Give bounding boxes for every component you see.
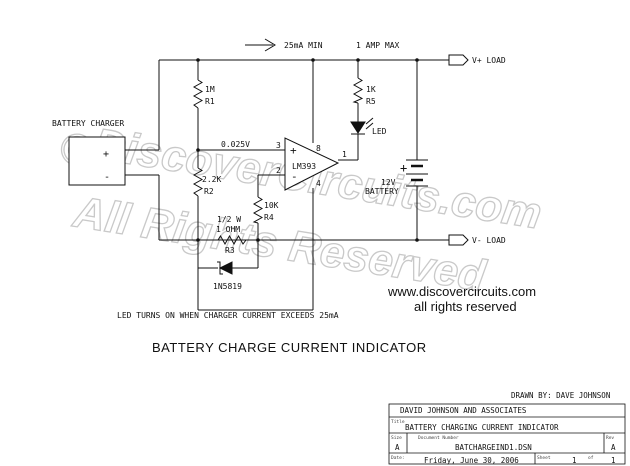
r5-resistor xyxy=(352,77,364,104)
schematic-title: BATTERY CHARGE CURRENT INDICATOR xyxy=(152,340,427,355)
drawn-by: DRAWN BY: DAVE JOHNSON xyxy=(511,391,610,400)
diode-label: 1N5819 xyxy=(213,282,242,291)
junction-dots xyxy=(196,58,419,242)
battery-symbol xyxy=(406,159,428,187)
title-block-title: BATTERY CHARGING CURRENT INDICATOR xyxy=(405,423,559,432)
battery-plus-sign: + xyxy=(400,161,407,175)
website-rights: all rights reserved xyxy=(414,299,517,314)
title-block-rev-caption: Rev xyxy=(606,435,614,441)
battery-label: BATTERY xyxy=(365,187,399,196)
opamp-pin2: 2 xyxy=(276,166,281,175)
load-terminal-positive[interactable] xyxy=(448,54,469,66)
title-block-company: DAVID JOHNSON AND ASSOCIATES xyxy=(400,406,527,415)
r3-resistor xyxy=(217,234,247,246)
load-terminal-negative[interactable] xyxy=(448,234,469,246)
title-block-size-caption: Size xyxy=(391,435,402,441)
current-arrow xyxy=(245,38,276,52)
r1-resistor xyxy=(192,79,204,109)
r2-ref: R2 xyxy=(204,187,214,196)
opamp-pin4: 4 xyxy=(316,179,321,188)
r1-ref: R1 xyxy=(205,97,215,106)
opamp-plus-sign: + xyxy=(290,144,297,157)
led-symbol xyxy=(350,117,374,140)
title-block-size: A xyxy=(395,443,400,452)
r4-resistor xyxy=(252,196,264,224)
current-min-label: 25mA MIN xyxy=(284,41,323,50)
title-block-sheet: 1 xyxy=(572,456,577,465)
opamp-pin8: 8 xyxy=(316,144,321,153)
title-block-of-caption: of xyxy=(588,455,594,461)
title-block-date-caption: Date: xyxy=(391,455,405,461)
title-block-title-caption: Title xyxy=(391,419,405,425)
title-block-of: 1 xyxy=(611,456,616,465)
r3-value-watts: 1/2 W xyxy=(217,215,241,224)
r2-resistor xyxy=(192,167,204,197)
opamp-label: LM393 xyxy=(292,162,316,171)
charger-minus-sign: - xyxy=(104,172,110,183)
opamp-pin1: 1 xyxy=(342,150,347,159)
r4-value: 10K xyxy=(264,201,279,210)
r2-value: 2.2K xyxy=(202,175,221,184)
led-note: LED TURNS ON WHEN CHARGER CURRENT EXCEED… xyxy=(117,311,339,320)
opamp-lm393 xyxy=(284,137,340,191)
title-block-document-number: BATCHARGEIND1.DSN xyxy=(455,443,532,452)
title-block-sheet-caption: Sheet xyxy=(537,455,551,461)
led-label: LED xyxy=(372,127,387,136)
r5-ref: R5 xyxy=(366,97,376,106)
website-url: www.discovercircuits.com xyxy=(387,284,536,299)
charger-plus-sign: + xyxy=(103,149,109,160)
r1-value: 1M xyxy=(205,85,215,94)
current-max-label: 1 AMP MAX xyxy=(356,41,400,50)
title-block-docnum-caption: Document Number xyxy=(418,435,459,441)
r4-ref: R4 xyxy=(264,213,274,222)
opamp-minus-sign: - xyxy=(291,170,298,183)
title-block-date: Friday, June 30, 2006 xyxy=(424,456,519,465)
load-negative-label: V- LOAD xyxy=(472,236,506,245)
diode-1n5819 xyxy=(217,261,233,275)
title-block xyxy=(388,403,626,465)
battery-voltage: 12V xyxy=(381,178,396,187)
r5-value: 1K xyxy=(366,85,376,94)
node-voltage-label: 0.025V xyxy=(221,140,250,149)
r3-ref: R3 xyxy=(225,246,235,255)
r3-value-ohms: 1 OHM xyxy=(216,225,240,234)
load-positive-label: V+ LOAD xyxy=(472,56,506,65)
title-block-rev: A xyxy=(611,443,616,452)
opamp-pin3: 3 xyxy=(276,141,281,150)
wires xyxy=(125,59,449,311)
battery-charger-label: BATTERY CHARGER xyxy=(52,119,124,128)
battery-charger-box xyxy=(68,136,126,186)
